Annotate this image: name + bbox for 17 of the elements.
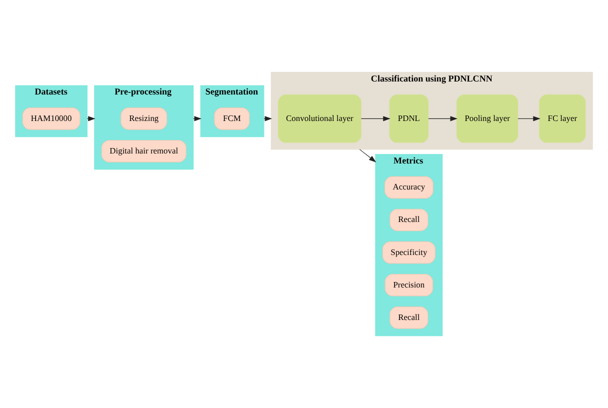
arrow: [360, 116, 390, 122]
node-box: FCM: [214, 108, 250, 130]
node-box: PDNL: [389, 94, 429, 143]
node-box: HAM10000: [22, 108, 80, 130]
arrow: [518, 116, 540, 122]
node-box: Convolutional layer: [278, 94, 362, 143]
node-box: Resizing: [120, 108, 168, 130]
node-box: FC layer: [539, 94, 586, 143]
node-box: Precision: [384, 274, 434, 296]
arrow: [359, 149, 376, 162]
node-box: Recall: [390, 208, 428, 232]
node-box: Specificity: [382, 241, 436, 264]
node-box: Accuracy: [384, 176, 434, 199]
arrow: [428, 116, 458, 122]
node-box: Digital hair removal: [101, 140, 186, 162]
node-box: Pooling layer: [456, 94, 518, 143]
node-box: Recall: [390, 306, 428, 329]
